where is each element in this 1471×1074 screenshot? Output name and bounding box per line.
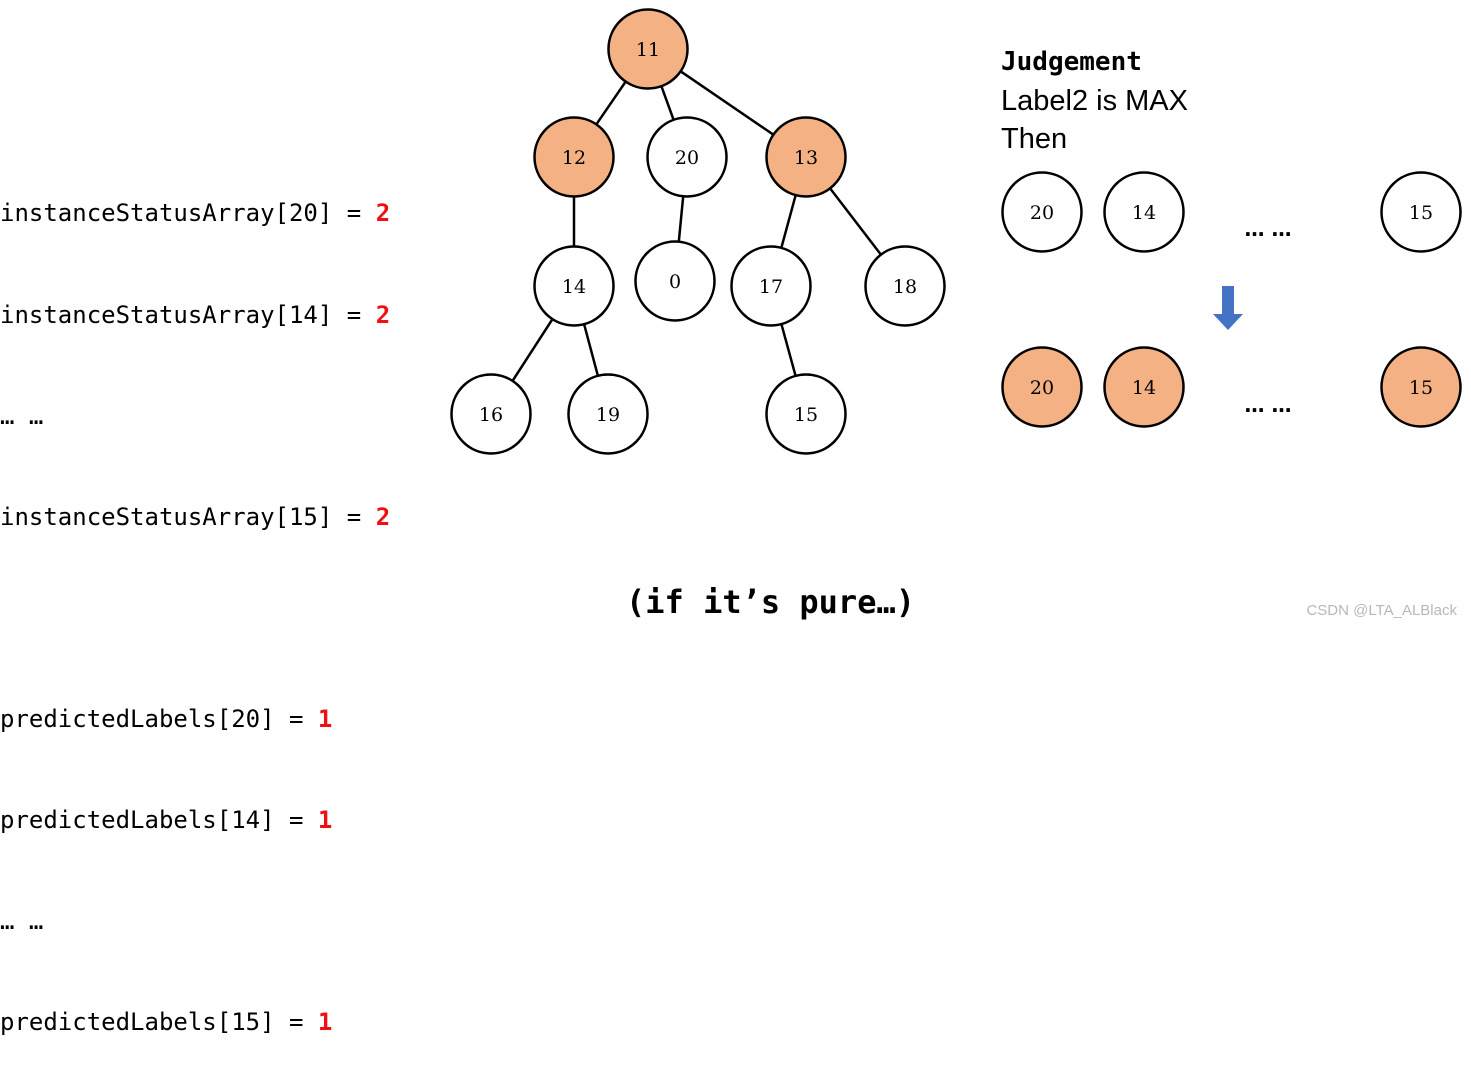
- after-node-row: 20 14 … … 15: [1001, 346, 1462, 428]
- tree-node: 19: [567, 373, 649, 455]
- tree-node: 18: [864, 245, 946, 327]
- tree-node: 13: [765, 116, 847, 198]
- tree-node: 0: [634, 240, 716, 322]
- code-line: predictedLabels[20] = 1: [0, 704, 333, 733]
- code-line-ellipsis: … …: [0, 907, 44, 936]
- tree-node-label: 16: [479, 404, 503, 426]
- tree-edge: [780, 323, 797, 377]
- tree-node-label: 17: [759, 276, 783, 298]
- tree-edge: [595, 80, 627, 126]
- tree-edge: [780, 194, 797, 249]
- tree-node-circle: [864, 245, 946, 327]
- tree-node-circle: [533, 245, 615, 327]
- after-node-circle: [1001, 346, 1083, 428]
- judgement-title: Judgement: [1001, 47, 1142, 77]
- after-node: 14: [1103, 346, 1185, 428]
- before-node-label: 20: [1030, 202, 1054, 224]
- code-line: instanceStatusArray[15] = 2: [0, 502, 391, 531]
- before-node-label: 15: [1409, 202, 1433, 224]
- after-node-label: 20: [1030, 377, 1054, 399]
- tree-node-label: 19: [596, 404, 620, 426]
- code-line: instanceStatusArray[14] = 2: [0, 300, 391, 329]
- tree-edge: [679, 70, 775, 136]
- tree-edges: [511, 70, 882, 382]
- down-arrow-icon: [1213, 286, 1243, 330]
- after-row-ellipsis: … …: [1245, 393, 1292, 417]
- tree-node-circle: [607, 8, 689, 90]
- before-node-row: 20 14 … … 15: [1001, 171, 1462, 253]
- tree-node: 11: [607, 8, 689, 90]
- tree-node: 16: [450, 373, 532, 455]
- tree-node-circle: [765, 373, 847, 455]
- code-line-ellipsis: … …: [0, 401, 44, 430]
- before-node-circle: [1001, 171, 1083, 253]
- after-node: 15: [1380, 346, 1462, 428]
- after-node-circle: [1103, 346, 1185, 428]
- tree-node-circle: [533, 116, 615, 198]
- code-line: instanceStatusArray[20] = 2: [0, 199, 391, 228]
- tree-diagram: 11 12 20 13 14 0 17 18 16 19 15 20 14 … … 15 20 14: [450, 8, 1462, 455]
- tree-node-label: 0: [669, 271, 681, 293]
- tree-node-circle: [730, 245, 812, 327]
- before-node: 20: [1001, 171, 1083, 253]
- tree-node: 20: [646, 116, 728, 198]
- tree-node-circle: [450, 373, 532, 455]
- tree-edge: [829, 187, 882, 256]
- tree-node-label: 12: [562, 147, 586, 169]
- after-node-label: 15: [1409, 377, 1433, 399]
- tree-nodes: 11 12 20 13 14 0 17 18 16 19 15: [450, 8, 946, 455]
- code-line: predictedLabels[14] = 1: [0, 805, 333, 834]
- tree-edge: [582, 323, 600, 377]
- tree-node-label: 20: [675, 147, 699, 169]
- watermark: CSDN @LTA_ALBlack: [1306, 602, 1457, 619]
- judgement-then: Then: [1001, 123, 1068, 155]
- before-row-ellipsis: … …: [1245, 217, 1292, 241]
- tree-node: 12: [533, 116, 615, 198]
- before-node: 15: [1380, 171, 1462, 253]
- tree-node-circle: [646, 116, 728, 198]
- before-node: 14: [1103, 171, 1185, 253]
- tree-edge: [677, 196, 685, 242]
- before-node-label: 14: [1132, 202, 1156, 224]
- caption: (if it’s pure…): [626, 583, 915, 621]
- before-node-circle: [1103, 171, 1185, 253]
- tree-node-label: 14: [562, 276, 586, 298]
- tree-node-label: 13: [794, 147, 818, 169]
- tree-node-label: 11: [636, 39, 660, 61]
- judgement-condition: Label2 is MAX: [1001, 85, 1188, 117]
- after-node-label: 14: [1132, 377, 1156, 399]
- after-node-circle: [1380, 346, 1462, 428]
- code-line: predictedLabels[15] = 1: [0, 1008, 333, 1037]
- tree-node-circle: [765, 116, 847, 198]
- tree-node: 14: [533, 245, 615, 327]
- tree-node-label: 18: [893, 276, 917, 298]
- tree-node-circle: [567, 373, 649, 455]
- before-node-circle: [1380, 171, 1462, 253]
- tree-node: 15: [765, 373, 847, 455]
- tree-edge: [511, 318, 554, 382]
- tree-node-label: 15: [794, 404, 818, 426]
- tree-node: 17: [730, 245, 812, 327]
- tree-edge: [660, 85, 675, 121]
- after-node: 20: [1001, 346, 1083, 428]
- tree-node-circle: [634, 240, 716, 322]
